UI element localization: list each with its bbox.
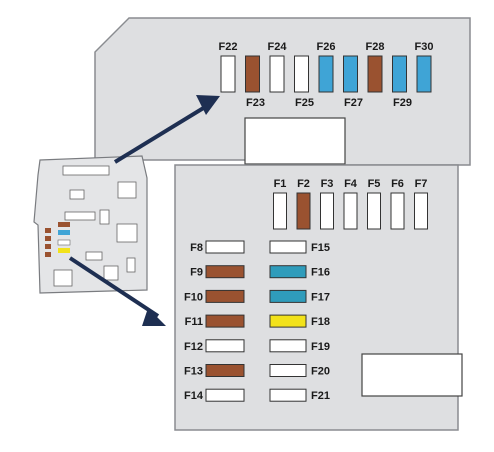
label-f16: F16 bbox=[311, 267, 330, 279]
fuse-f10 bbox=[205, 289, 245, 303]
fuse-f27 bbox=[343, 55, 358, 93]
fuse-f30 bbox=[416, 55, 432, 93]
label-f15: F15 bbox=[311, 242, 330, 254]
lower-panel-relay-slot bbox=[361, 353, 463, 397]
label-f2: F2 bbox=[297, 178, 310, 190]
fuse-f23 bbox=[245, 55, 260, 93]
label-f11: F11 bbox=[185, 316, 203, 328]
fuse-f17 bbox=[269, 289, 307, 303]
fuse-f5 bbox=[367, 192, 381, 230]
fuse-f21 bbox=[269, 388, 307, 402]
label-f28: F28 bbox=[366, 41, 385, 53]
label-f8: F8 bbox=[190, 242, 203, 254]
fuse-f22 bbox=[220, 55, 236, 93]
fuse-f13 bbox=[205, 364, 245, 377]
label-f12: F12 bbox=[184, 341, 203, 353]
fuse-f15 bbox=[269, 240, 307, 254]
fuse-f18 bbox=[269, 314, 307, 328]
label-f13: F13 bbox=[184, 366, 203, 378]
label-f29: F29 bbox=[393, 97, 412, 109]
label-f14: F14 bbox=[184, 390, 204, 402]
label-f27: F27 bbox=[344, 97, 363, 109]
label-f4: F4 bbox=[344, 178, 358, 190]
label-f21: F21 bbox=[311, 390, 330, 402]
label-f20: F20 bbox=[311, 366, 330, 378]
label-f23: F23 bbox=[246, 97, 265, 109]
label-f6: F6 bbox=[391, 178, 404, 190]
fuse-f29 bbox=[392, 55, 407, 93]
fuse-box-overview bbox=[33, 155, 148, 294]
fuse-f3 bbox=[320, 192, 334, 230]
arrow-to-lower-panel bbox=[68, 256, 160, 318]
fuse-f24 bbox=[269, 55, 285, 93]
label-f25: F25 bbox=[295, 97, 314, 109]
label-f26: F26 bbox=[317, 41, 336, 53]
label-f3: F3 bbox=[321, 178, 334, 190]
fuse-f16 bbox=[269, 265, 307, 279]
label-f10: F10 bbox=[184, 291, 203, 303]
fuse-f12 bbox=[205, 339, 245, 353]
fuse-f19 bbox=[269, 339, 307, 353]
fuse-f4 bbox=[343, 192, 358, 230]
fuse-f25 bbox=[294, 55, 309, 93]
arrow-to-upper-panel bbox=[113, 102, 212, 164]
fuse-f26 bbox=[318, 55, 334, 93]
fuse-f28 bbox=[367, 55, 383, 93]
fuse-f9 bbox=[205, 265, 245, 279]
label-f9: F9 bbox=[190, 267, 203, 279]
fuse-f14 bbox=[205, 388, 245, 402]
fuse-f6 bbox=[390, 192, 405, 230]
label-f19: F19 bbox=[311, 341, 330, 353]
label-f1: F1 bbox=[274, 178, 287, 190]
upper-panel-relay-slot bbox=[244, 117, 346, 165]
fuse-f11 bbox=[205, 314, 245, 328]
label-f7: F7 bbox=[415, 178, 428, 190]
label-f17: F17 bbox=[311, 291, 330, 303]
arrow-head-upper bbox=[196, 95, 220, 115]
label-f30: F30 bbox=[415, 41, 434, 53]
fuse-f1 bbox=[273, 192, 287, 230]
label-f18: F18 bbox=[311, 316, 330, 328]
label-f5: F5 bbox=[368, 178, 381, 190]
fuse-f2 bbox=[296, 192, 311, 230]
arrow-head-lower bbox=[142, 308, 166, 326]
label-f22: F22 bbox=[219, 41, 238, 53]
label-f24: F24 bbox=[268, 41, 288, 53]
fuse-f20 bbox=[269, 364, 307, 377]
fuse-f8 bbox=[205, 240, 245, 254]
fuse-f7 bbox=[414, 192, 428, 230]
